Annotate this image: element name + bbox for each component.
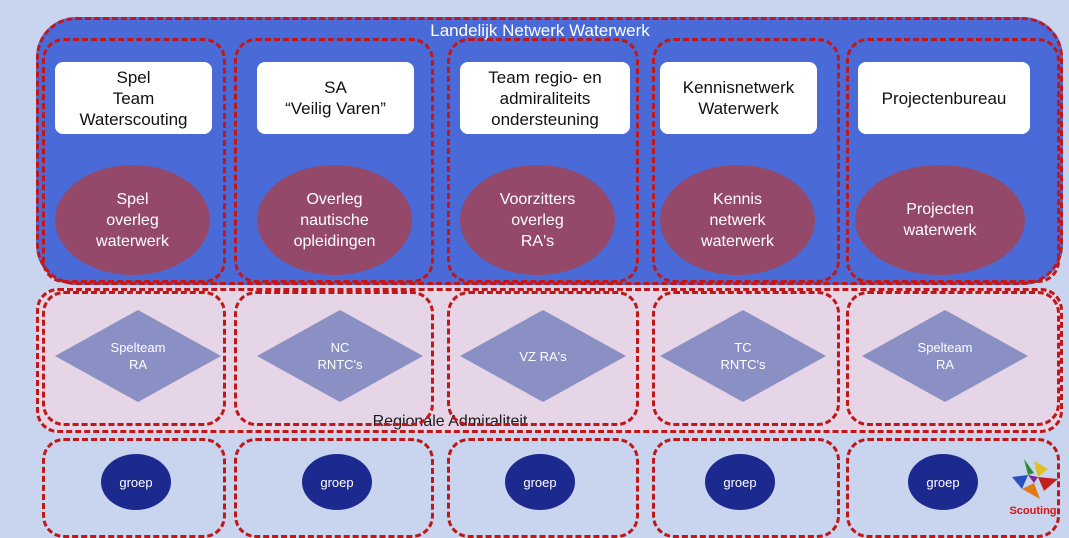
regional-diamond-1: Spelteam RA bbox=[55, 310, 221, 402]
regional-diamond-3: VZ RA's bbox=[460, 310, 626, 402]
network-title: Landelijk Netwerk Waterwerk bbox=[430, 21, 650, 40]
diamond-shape bbox=[660, 310, 826, 402]
regional-label-4: TC RNTC's bbox=[720, 340, 766, 372]
column-1-network-border bbox=[42, 38, 226, 283]
regional-label-1: Spelteam RA bbox=[110, 340, 166, 372]
diamond-shape bbox=[257, 310, 423, 402]
team-box-5: Projectenbureau bbox=[858, 62, 1030, 134]
group-circle-3: groep bbox=[505, 454, 575, 510]
group-circle-1: groep bbox=[101, 454, 171, 510]
scouting-logo-text: Scouting bbox=[1009, 505, 1057, 517]
group-circle-4: groep bbox=[705, 454, 775, 510]
group-circle-2: groep bbox=[302, 454, 372, 510]
regional-label-5: Spelteam RA bbox=[917, 340, 973, 372]
group-circle-5: groep bbox=[908, 454, 978, 510]
column-2-regional-border bbox=[234, 291, 434, 426]
overleg-ellipse-4: Kennis netwerk waterwerk bbox=[660, 165, 815, 275]
diamond-shape bbox=[862, 310, 1028, 402]
regional-label-2: NC RNTC's bbox=[317, 340, 363, 372]
team-box-4: Kennisnetwerk Waterwerk bbox=[660, 62, 817, 134]
column-4-regional-border bbox=[652, 291, 840, 426]
regional-diamond-2: NC RNTC's bbox=[257, 310, 423, 402]
column-1-regional-border bbox=[42, 291, 226, 426]
column-5-network-border bbox=[846, 38, 1060, 283]
column-4-network-border bbox=[652, 38, 840, 283]
overleg-ellipse-1: Spel overleg waterwerk bbox=[55, 165, 210, 275]
overleg-ellipse-2: Overleg nautische opleidingen bbox=[257, 165, 412, 275]
regional-diamond-5: Spelteam RA bbox=[862, 310, 1028, 402]
regional-label-3: VZ RA's bbox=[519, 348, 567, 364]
team-box-3: Team regio- en admiraliteits ondersteuni… bbox=[460, 62, 630, 134]
column-2-network-border bbox=[234, 38, 434, 283]
diamond-shape bbox=[460, 310, 626, 402]
overleg-ellipse-3: Voorzitters overleg RA's bbox=[460, 165, 615, 275]
regional-diamond-4: TC RNTC's bbox=[660, 310, 826, 402]
team-box-2: SA “Veilig Varen” bbox=[257, 62, 414, 134]
column-3-regional-border bbox=[447, 291, 639, 426]
diamond-shape bbox=[55, 310, 221, 402]
team-box-1: Spel Team Waterscouting bbox=[55, 62, 212, 134]
overleg-ellipse-5: Projecten waterwerk bbox=[855, 165, 1025, 275]
column-5-regional-border bbox=[846, 291, 1060, 426]
scouting-logo-icon bbox=[1004, 455, 1064, 507]
column-3-network-border bbox=[447, 38, 639, 283]
